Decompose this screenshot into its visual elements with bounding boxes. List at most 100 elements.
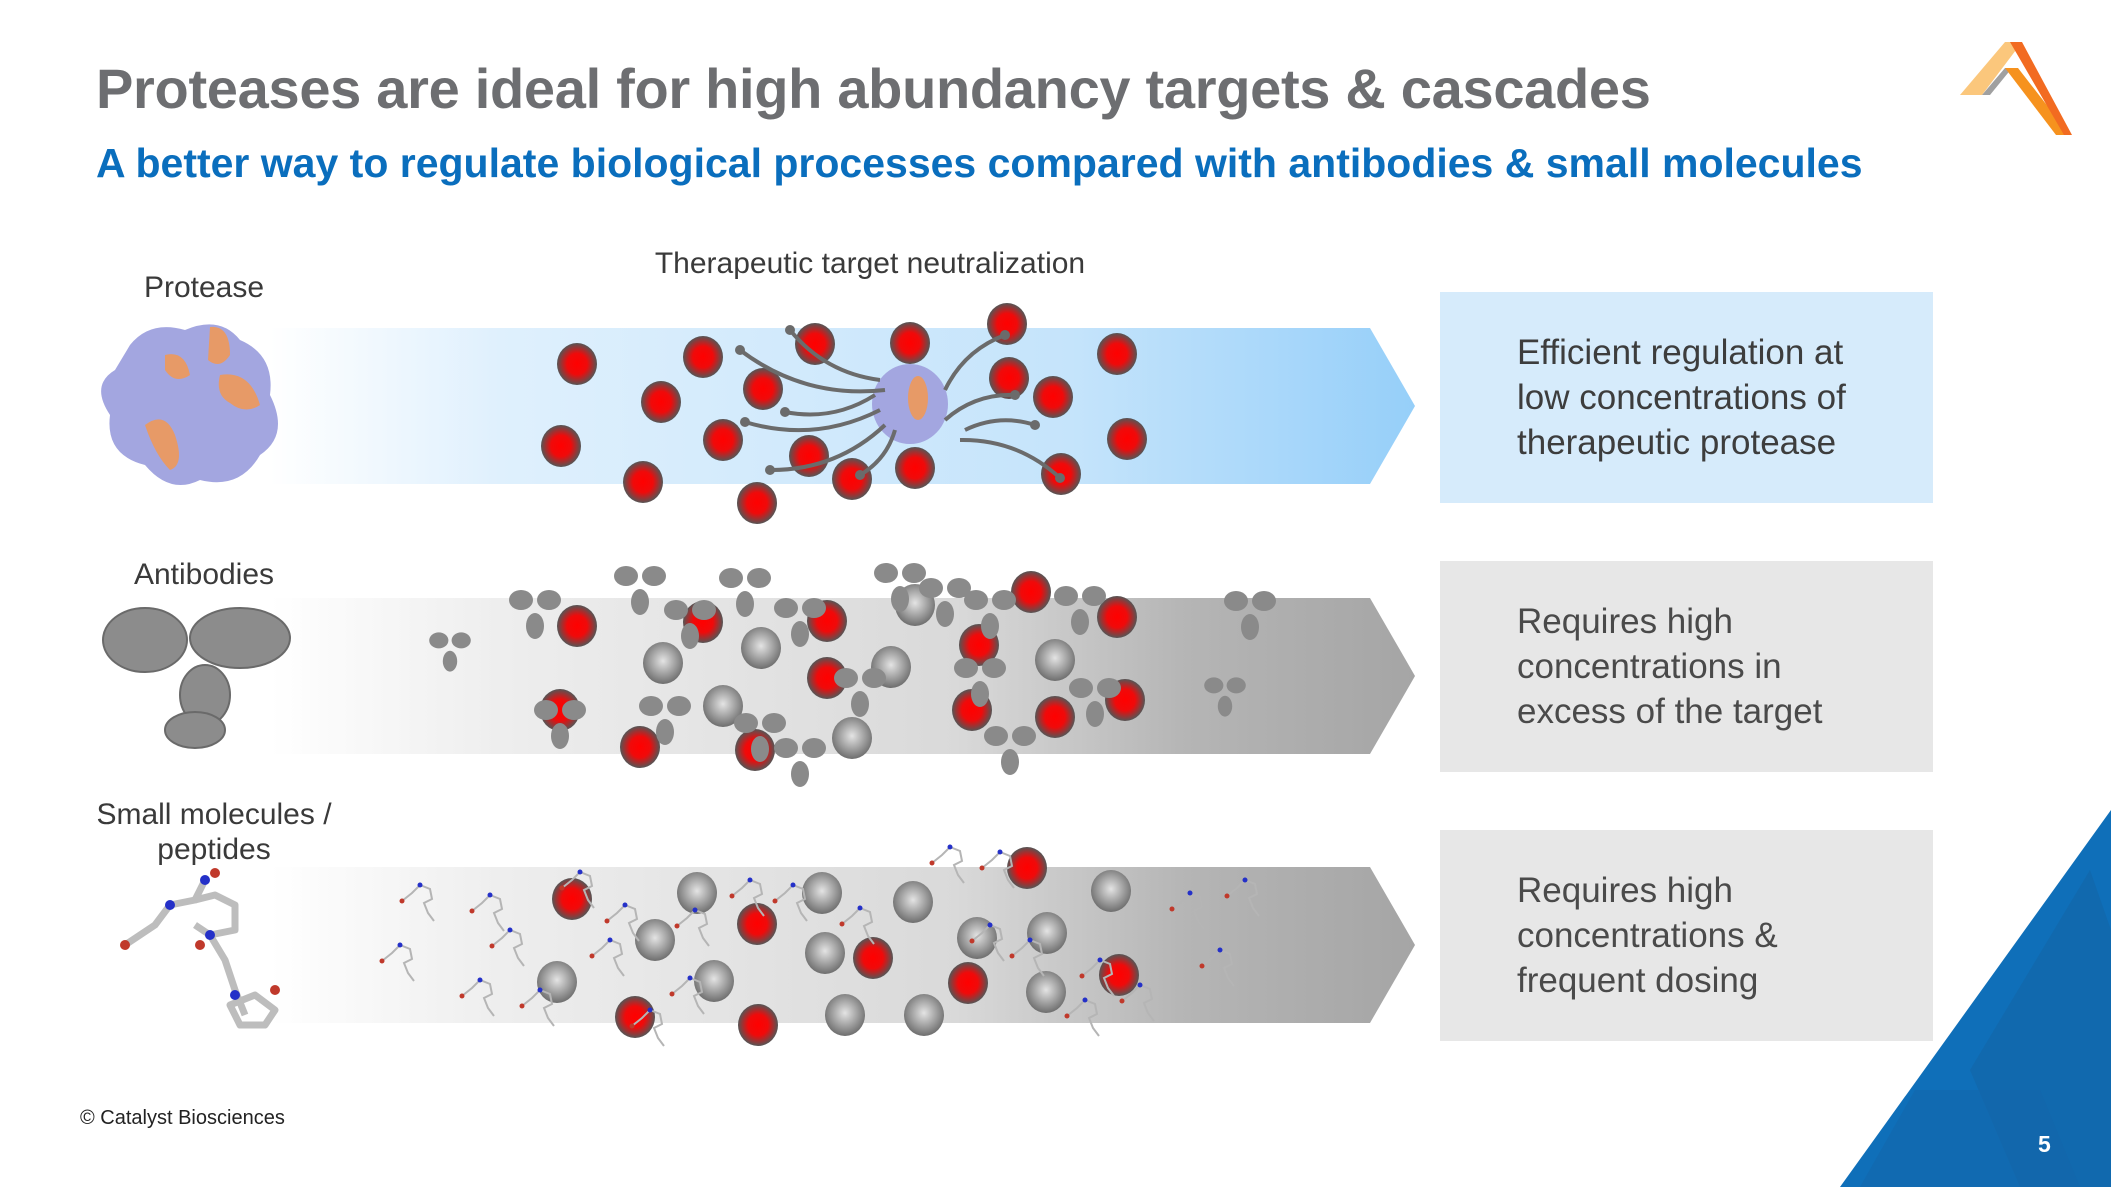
antibody-stem [1241,614,1259,640]
antibody-arm [719,568,743,588]
antibody-arm [664,600,688,620]
small-molecule-icon [399,882,435,922]
antibody-stem [751,736,769,762]
antibody-icon [919,578,971,627]
molecule-atom [857,905,863,911]
antibody-arm [1012,726,1036,746]
molecule-atom [1169,906,1175,912]
antibody-stem [681,623,699,649]
catalyst-logo-icon [1960,42,2072,135]
molecule-bond [1081,958,1115,997]
description-box-small-molecules: Requires high concentrations & frequent … [1440,830,1933,1041]
antibody-stem [1001,749,1019,775]
molecule-atom [669,991,675,997]
molecule-atom [417,882,423,888]
small-molecule-icon [589,937,625,977]
molecule-atom [577,869,583,875]
arrow-icon [784,393,877,417]
antibody-arm [451,632,471,649]
molecule-bond [606,903,640,942]
antibody-stem [526,613,544,639]
target-molecule-icon [737,482,777,524]
antibody-arm [639,696,663,716]
antibody-icon [834,668,886,717]
arrow-head-icon [765,465,775,475]
molecule-atom [692,907,698,913]
molecule-atom [1242,877,1248,883]
inactive-molecule-icon [643,642,683,684]
antibody-icon [734,713,786,762]
inactive-molecule-icon [703,685,743,727]
antibody-icon [964,590,1016,639]
molecule-atom [397,942,403,948]
antibody-stem [891,586,909,612]
arrow-icon [964,418,1036,432]
antibody-stem [1217,695,1233,717]
target-molecule-icon [641,381,681,423]
molecule-atom [459,993,465,999]
molecule-atom [747,877,753,883]
small-molecule-icon [839,905,875,945]
molecule-atom [489,943,495,949]
antibody-arm [429,632,449,649]
small-molecule-icon [459,977,495,1017]
target-molecule-icon [1099,954,1139,996]
inactive-molecule-icon [694,960,734,1002]
antibody-icon [984,726,1036,775]
antibody-arm [534,700,558,720]
arrow-head-icon [785,325,795,335]
inactive-molecule-icon [1035,639,1075,681]
molecule-atom [997,849,1003,855]
molecule-atom [477,977,483,983]
description-line: low concentrations of [1517,378,1846,417]
antibody-arm [1224,591,1248,611]
antibody-stem [736,591,754,617]
antibody-arm [1226,677,1246,694]
molecule-atom [979,865,985,871]
target-molecule-icon [795,323,835,365]
antibody-stem [791,621,809,647]
target-molecule-icon [683,336,723,378]
antibody-icon [429,632,471,672]
description-line: concentrations in [1517,647,1782,686]
target-molecule-icon [737,903,777,945]
molecule-bond [591,938,625,977]
target-molecule-icon [1007,847,1047,889]
molecule-atom [987,922,993,928]
small-molecule-icon [1064,997,1100,1037]
arrow-icon [769,423,887,473]
row-label-antibodies: Antibodies [84,557,324,592]
arrow-head-icon [780,407,790,417]
molecule-bond [931,845,965,884]
molecule-atom [947,844,953,850]
molecule-atom [729,893,735,899]
antibody-stem [791,761,809,787]
molecule-atom [1224,893,1230,899]
antibody-arm [802,598,826,618]
antibody-arm [1082,586,1106,606]
inactive-molecule-icon [741,627,781,669]
molecule-atom [604,918,610,924]
target-molecule-icon [541,425,581,467]
antibody-arm [1054,586,1078,606]
target-molecule-icon [738,1004,778,1046]
antibody-arm [954,658,978,678]
arrow-head-icon [1055,473,1065,483]
arrow-icon [738,348,886,394]
antibody-arm [862,668,886,688]
small-molecule-icon [1009,937,1045,977]
row-label-small-molecules: Small molecules / peptides [64,797,364,867]
antibody-arm [964,590,988,610]
target-molecule-icon [703,419,743,461]
antibody-arm [614,566,638,586]
molecule-bond [561,870,595,909]
inactive-molecule-icon [1026,971,1066,1013]
antibody-arm [982,658,1006,678]
molecule-atom [772,898,778,904]
small-molecule-icon [1224,877,1260,917]
protease-structure-icon [101,324,278,485]
molecule-atom [1082,997,1088,1003]
target-molecule-icon [623,461,663,503]
